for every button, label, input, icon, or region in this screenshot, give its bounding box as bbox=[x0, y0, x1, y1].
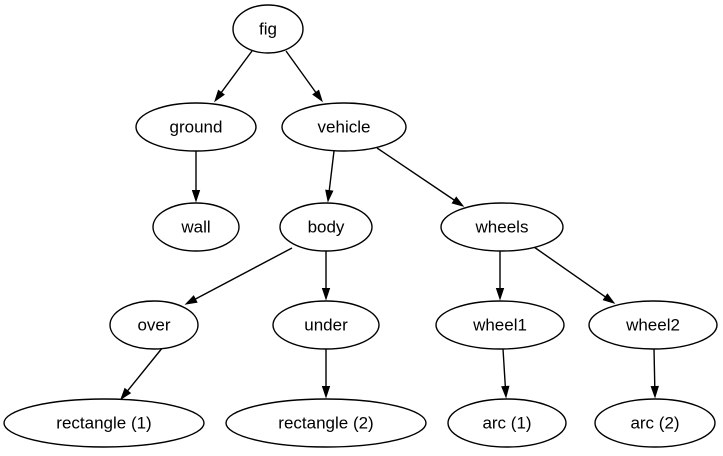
node-ellipse-arc1[interactable] bbox=[447, 398, 567, 448]
arrowhead-icon bbox=[602, 293, 616, 304]
edge-shaft bbox=[502, 348, 507, 387]
node-ellipse-wheels[interactable] bbox=[440, 202, 564, 252]
arrowhead-icon bbox=[501, 385, 510, 399]
arrowhead-icon bbox=[325, 189, 334, 203]
edge-shaft bbox=[194, 247, 293, 300]
arrowhead-icon bbox=[495, 288, 505, 301]
edge-shaft bbox=[285, 50, 317, 93]
node-ellipse-ground[interactable] bbox=[135, 102, 257, 152]
graph-edge-body-to-over bbox=[184, 247, 293, 305]
edge-shaft bbox=[127, 346, 164, 392]
graph-edge-body-to-under bbox=[321, 251, 331, 301]
edge-shaft bbox=[653, 348, 656, 387]
arrowhead-icon bbox=[184, 295, 198, 305]
graph-edge-fig-to-vehicle bbox=[285, 50, 323, 103]
graph-edge-ground-to-wall bbox=[191, 151, 201, 203]
graph-edge-under-to-rectangle2 bbox=[321, 349, 331, 399]
node-ellipse-arc2[interactable] bbox=[594, 398, 716, 448]
edges-layer bbox=[120, 50, 659, 401]
node-ellipse-wheel1[interactable] bbox=[435, 300, 565, 350]
edge-shaft bbox=[376, 147, 455, 201]
arrowhead-icon bbox=[451, 196, 465, 207]
arrowhead-icon bbox=[321, 386, 331, 399]
graph-edge-wheels-to-wheel1 bbox=[495, 251, 505, 301]
graph-node-rectangle1[interactable]: rectangle (1) bbox=[3, 398, 205, 448]
graph-edge-fig-to-ground bbox=[214, 50, 253, 103]
graph-edge-wheels-to-wheel2 bbox=[533, 246, 616, 304]
arrowhead-icon bbox=[120, 387, 132, 401]
node-ellipse-rectangle1[interactable] bbox=[3, 398, 205, 448]
graph-node-vehicle[interactable]: vehicle bbox=[281, 102, 407, 152]
graph-node-under[interactable]: under bbox=[272, 300, 380, 350]
graph-node-wheel2[interactable]: wheel2 bbox=[588, 300, 718, 350]
node-ellipse-body[interactable] bbox=[279, 202, 373, 252]
edge-shaft bbox=[328, 150, 335, 191]
arrowhead-icon bbox=[312, 89, 323, 103]
arrowhead-icon bbox=[191, 190, 201, 203]
graph-edge-wheel1-to-arc1 bbox=[501, 348, 510, 399]
node-ellipse-wheel2[interactable] bbox=[588, 300, 718, 350]
graph-node-ground[interactable]: ground bbox=[135, 102, 257, 152]
graph-edge-wheel2-to-arc2 bbox=[650, 348, 659, 399]
graph-node-fig[interactable]: fig bbox=[232, 4, 304, 54]
graph-edge-vehicle-to-wheels bbox=[376, 147, 465, 207]
graph-edge-vehicle-to-body bbox=[325, 150, 335, 203]
arrowhead-icon bbox=[214, 89, 225, 103]
graph-node-body[interactable]: body bbox=[279, 202, 373, 252]
edge-shaft bbox=[533, 246, 606, 298]
graph-node-wheel1[interactable]: wheel1 bbox=[435, 300, 565, 350]
node-ellipse-under[interactable] bbox=[272, 300, 380, 350]
nodes-layer: fig ground vehicle wall body wheels over under w… bbox=[3, 4, 718, 448]
arrowhead-icon bbox=[321, 288, 331, 301]
node-ellipse-fig[interactable] bbox=[232, 4, 304, 54]
graph-node-arc1[interactable]: arc (1) bbox=[447, 398, 567, 448]
graph-edge-over-to-rectangle1 bbox=[120, 346, 164, 401]
arrowhead-icon bbox=[650, 385, 659, 399]
node-ellipse-wall[interactable] bbox=[152, 202, 240, 252]
node-ellipse-vehicle[interactable] bbox=[281, 102, 407, 152]
node-ellipse-over[interactable] bbox=[109, 300, 199, 350]
graph-node-rectangle2[interactable]: rectangle (2) bbox=[225, 398, 427, 448]
graph-node-over[interactable]: over bbox=[109, 300, 199, 350]
graph-node-wheels[interactable]: wheels bbox=[440, 202, 564, 252]
graph-node-arc2[interactable]: arc (2) bbox=[594, 398, 716, 448]
graph-node-wall[interactable]: wall bbox=[152, 202, 240, 252]
node-ellipse-rectangle2[interactable] bbox=[225, 398, 427, 448]
edge-shaft bbox=[220, 50, 253, 93]
